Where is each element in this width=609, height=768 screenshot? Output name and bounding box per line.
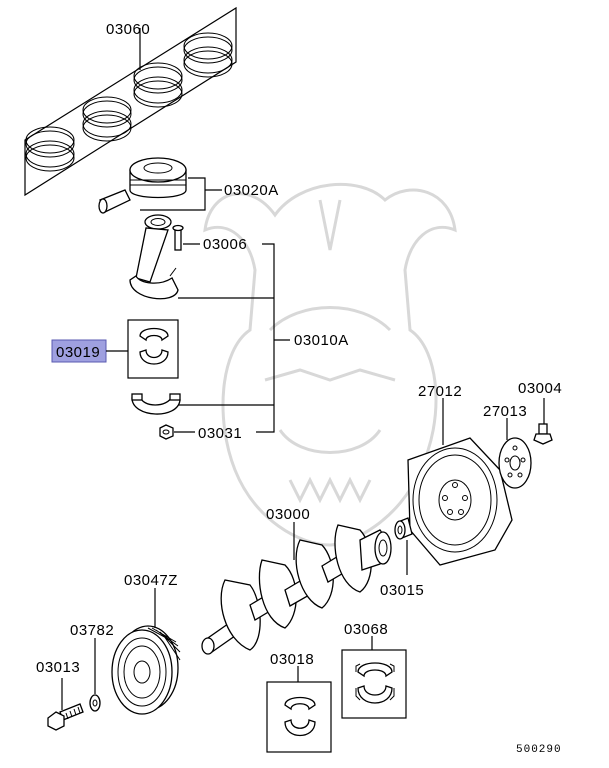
- adapter-plate[interactable]: [498, 437, 532, 489]
- ring-4: [183, 32, 233, 78]
- box-03019: [127, 319, 179, 379]
- ring-3: [133, 62, 183, 108]
- label-03020A[interactable]: 03020A: [224, 182, 279, 199]
- box-03018: [266, 681, 332, 753]
- label-27012[interactable]: 27012: [418, 383, 462, 400]
- rod-bolt[interactable]: [169, 224, 184, 277]
- label-03006[interactable]: 03006: [203, 236, 247, 253]
- main-bearing-lower[interactable]: [284, 719, 316, 736]
- crankshaft-pulley[interactable]: [111, 625, 181, 715]
- label-03019[interactable]: 03019: [56, 344, 100, 361]
- thrust-bearing-lower[interactable]: [355, 685, 395, 704]
- label-03015[interactable]: 03015: [380, 582, 424, 599]
- piston-pin[interactable]: [98, 189, 131, 214]
- pulley-bolt[interactable]: [47, 703, 84, 731]
- rod-nut[interactable]: [159, 424, 174, 440]
- rod-bearing-lower[interactable]: [139, 349, 169, 365]
- label-03010A[interactable]: 03010A: [294, 332, 349, 349]
- label-27013[interactable]: 27013: [483, 403, 527, 420]
- ring-1: [25, 126, 75, 172]
- label-03060[interactable]: 03060: [106, 21, 150, 38]
- label-03031[interactable]: 03031: [198, 425, 242, 442]
- watermark-emblem: [203, 182, 457, 547]
- box-03068: [341, 649, 407, 719]
- pulley-washer[interactable]: [89, 694, 101, 712]
- main-bearing-upper[interactable]: [284, 696, 316, 711]
- piston-rings-set[interactable]: [24, 6, 237, 197]
- thrust-bearing-upper[interactable]: [355, 662, 395, 678]
- label-03047Z[interactable]: 03047Z: [124, 572, 178, 589]
- label-03000[interactable]: 03000: [266, 506, 310, 523]
- piston[interactable]: [129, 157, 187, 199]
- crankshaft[interactable]: [201, 524, 392, 655]
- document-number: 500290: [516, 744, 562, 756]
- label-03013[interactable]: 03013: [36, 659, 80, 676]
- ring-2: [82, 96, 132, 142]
- leader-03020A: [140, 177, 222, 211]
- bracket-03010A: [178, 243, 290, 433]
- label-03018[interactable]: 03018: [270, 651, 314, 668]
- drive-plate-bolt[interactable]: [533, 423, 553, 445]
- rod-bearing-upper[interactable]: [139, 327, 169, 342]
- connecting-rod-cap[interactable]: [131, 393, 181, 415]
- label-03068[interactable]: 03068: [344, 621, 388, 638]
- label-03782[interactable]: 03782: [70, 622, 114, 639]
- connecting-rod[interactable]: [129, 214, 179, 300]
- pilot-bushing[interactable]: [394, 517, 413, 540]
- label-03004[interactable]: 03004: [518, 380, 562, 397]
- drive-plate[interactable]: [407, 437, 513, 566]
